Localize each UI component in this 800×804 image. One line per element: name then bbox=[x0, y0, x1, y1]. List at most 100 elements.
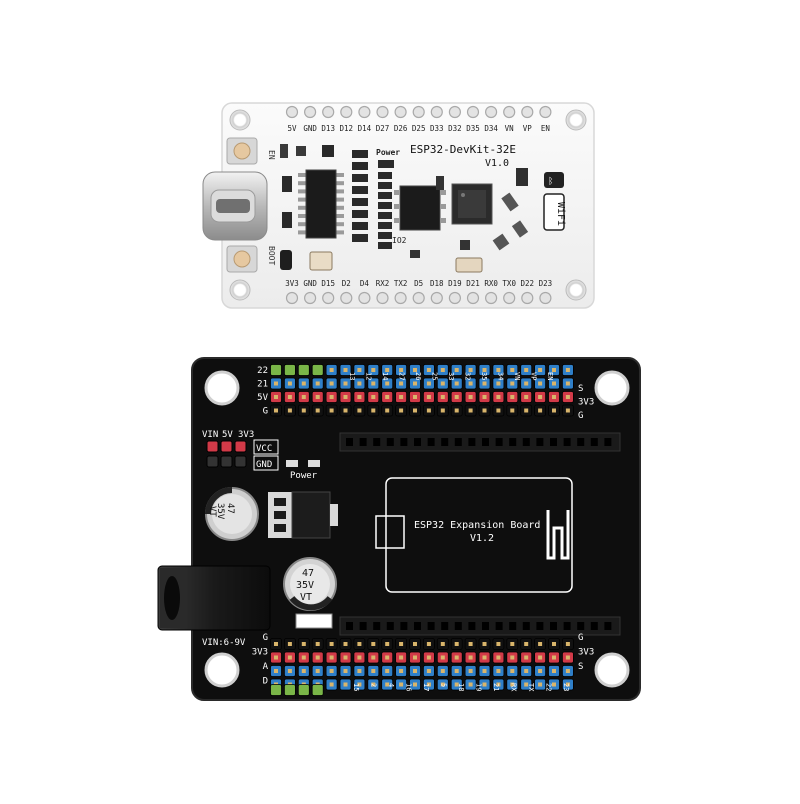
pin-hole bbox=[466, 291, 480, 305]
en-button bbox=[226, 137, 258, 165]
wifi-label: WiFi bbox=[555, 202, 566, 226]
pin-label: 27 bbox=[398, 372, 406, 380]
pin-label: TX bbox=[527, 683, 535, 692]
pin-hole bbox=[376, 105, 389, 119]
pin-label: 23 bbox=[562, 683, 570, 691]
pin-label: 16 bbox=[405, 683, 413, 691]
devkit-power-label: Power bbox=[376, 148, 400, 157]
pin-label: 33 bbox=[447, 372, 455, 380]
mounting-hole bbox=[565, 279, 587, 301]
crystal bbox=[309, 251, 333, 271]
pin-hole bbox=[304, 105, 317, 119]
resistor-array bbox=[352, 150, 392, 249]
mounting-hole bbox=[229, 279, 251, 301]
pin-label: 5 bbox=[440, 683, 448, 687]
boot-label: BOOT bbox=[267, 246, 276, 265]
pin-label: D5 bbox=[414, 279, 423, 288]
pin-hole bbox=[521, 105, 534, 119]
smd-part bbox=[460, 240, 470, 250]
pin-hole bbox=[412, 105, 425, 119]
pin-label: D4 bbox=[360, 279, 370, 288]
pin-label: D35 bbox=[466, 124, 480, 133]
pin-label: RX bbox=[510, 683, 518, 692]
pin-label: RX0 bbox=[484, 279, 498, 288]
pin-hole bbox=[340, 291, 353, 305]
expansion-power-label: Power bbox=[290, 471, 318, 481]
row-label: D bbox=[263, 677, 268, 687]
pin-label: 17 bbox=[422, 683, 430, 691]
svg-text:VT: VT bbox=[300, 592, 312, 603]
pin-label: 25 bbox=[431, 372, 439, 380]
row-label: G bbox=[578, 411, 583, 421]
crystal bbox=[455, 257, 483, 273]
row-label: G bbox=[263, 407, 268, 417]
pin-hole bbox=[485, 105, 498, 119]
pin-label: D14 bbox=[358, 124, 372, 133]
devkit-bottom-pin-holes bbox=[285, 291, 552, 305]
pin-label: 26 bbox=[414, 372, 422, 380]
pin-hole bbox=[358, 291, 371, 305]
top-female-socket bbox=[339, 432, 621, 452]
smd-part bbox=[296, 146, 306, 156]
row-label: 3V3 bbox=[578, 398, 594, 408]
usb-serial-chip bbox=[298, 169, 344, 239]
devkit-version: V1.0 bbox=[485, 158, 509, 169]
mounting-hole bbox=[229, 109, 251, 131]
top-header-pins bbox=[270, 364, 574, 417]
smd-part bbox=[282, 212, 292, 228]
pin-label: GND bbox=[303, 124, 317, 133]
row-label: A bbox=[263, 662, 269, 672]
pin-hole bbox=[322, 291, 335, 305]
bluetooth-icon: ᛒ bbox=[548, 176, 553, 187]
pin-label: 5V bbox=[287, 124, 297, 133]
pin-hole bbox=[285, 105, 299, 119]
io2-label: IO2 bbox=[392, 236, 407, 245]
smd-part bbox=[280, 250, 292, 270]
pin-hole bbox=[539, 105, 552, 119]
row-label: G bbox=[578, 633, 583, 643]
mounting-hole bbox=[594, 652, 630, 688]
pin-label: 12 bbox=[365, 372, 373, 380]
pin-hole bbox=[430, 291, 443, 305]
pin-label: 4 bbox=[387, 683, 395, 687]
pin-label: GND bbox=[303, 279, 317, 288]
pin-label: 13 bbox=[348, 372, 356, 380]
pin-hole bbox=[466, 105, 480, 119]
vin-range-label: VIN:6-9V bbox=[202, 638, 246, 648]
expansion-title: ESP32 Expansion Board bbox=[414, 520, 540, 531]
power-led bbox=[286, 460, 298, 467]
pin-label: EN bbox=[541, 124, 550, 133]
pin-hole bbox=[448, 105, 461, 119]
pin-label: 3V3 bbox=[285, 279, 299, 288]
vcc-label: VCC bbox=[256, 444, 272, 454]
pin-hole bbox=[394, 105, 407, 119]
bottom-female-socket bbox=[339, 616, 621, 636]
pin-label: RX2 bbox=[376, 279, 390, 288]
pin-hole bbox=[394, 291, 407, 305]
power-select-header bbox=[206, 440, 247, 468]
pin-label: D19 bbox=[448, 279, 462, 288]
antenna-icon bbox=[546, 510, 570, 560]
pin-hole bbox=[412, 291, 425, 305]
mounting-hole bbox=[204, 370, 240, 406]
pin-label: D25 bbox=[412, 124, 426, 133]
row-label: 5V bbox=[257, 393, 268, 403]
pin-label: VN bbox=[505, 124, 514, 133]
pin-hole bbox=[358, 105, 371, 119]
pin-label: VP bbox=[530, 372, 538, 380]
devkit-title: ESP32-DevKit-32E bbox=[410, 143, 516, 156]
smd-part bbox=[511, 220, 529, 238]
module-outline: ESP32 Expansion Board V1.2 bbox=[375, 477, 573, 593]
pin-label: 19 bbox=[475, 683, 483, 691]
pin-label: D2 bbox=[342, 279, 351, 288]
five-v-label: 5V bbox=[222, 430, 233, 440]
smd-part bbox=[322, 145, 334, 157]
row-label: G bbox=[263, 633, 268, 643]
row-label: 22 bbox=[257, 366, 268, 376]
pin-hole bbox=[340, 105, 353, 119]
